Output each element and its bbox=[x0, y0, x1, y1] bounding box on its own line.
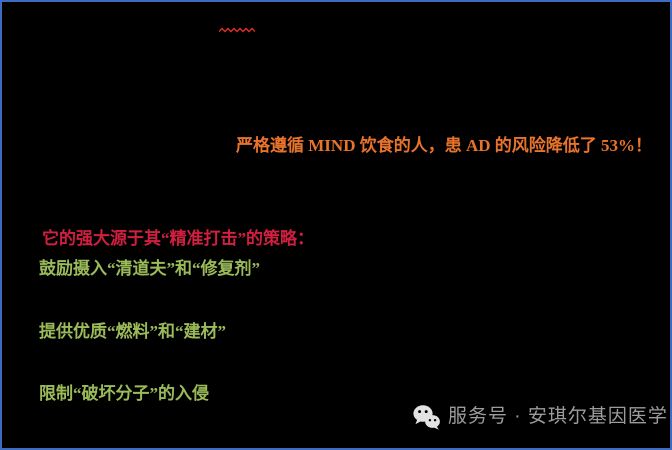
watermark-label: 服务号 · 安琪尔基因医学 bbox=[448, 406, 668, 427]
wechat-icon bbox=[413, 405, 440, 430]
spellcheck-squiggle-icon bbox=[219, 27, 255, 33]
strategy-point-limit-invaders: 限制“破坏分子”的入侵 bbox=[39, 384, 209, 403]
highlight-statement: 严格遵循 MIND 饮食的人，患 AD 的风险降低了 53%！ bbox=[236, 136, 653, 155]
strategy-point-fuel-materials: 提供优质“燃料”和“建材” bbox=[39, 322, 226, 341]
strategy-point-scavengers: 鼓励摄入“清道夫”和“修复剂” bbox=[39, 259, 260, 278]
strategy-heading: 它的强大源于其“精准打击”的策略： bbox=[42, 229, 314, 248]
account-watermark: 服务号 · 安琪尔基因医学 bbox=[412, 403, 668, 431]
